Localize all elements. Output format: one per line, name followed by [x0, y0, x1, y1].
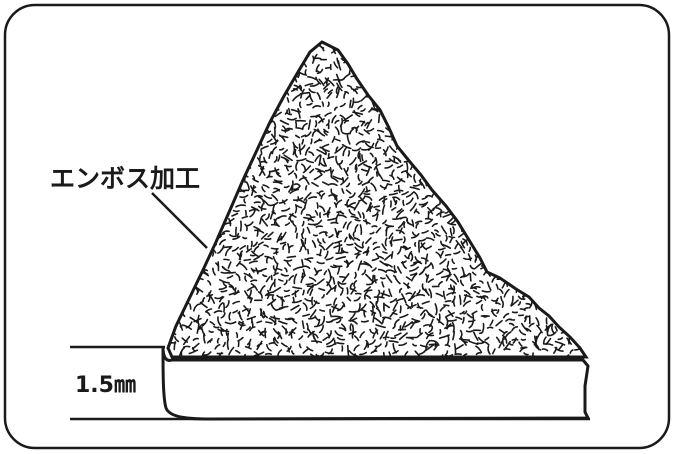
texture-label: エンボス加工: [50, 164, 200, 193]
texture-leader-line: [151, 192, 208, 249]
thickness-label: 1.5㎜: [75, 373, 136, 398]
frame-border: [3, 3, 671, 450]
